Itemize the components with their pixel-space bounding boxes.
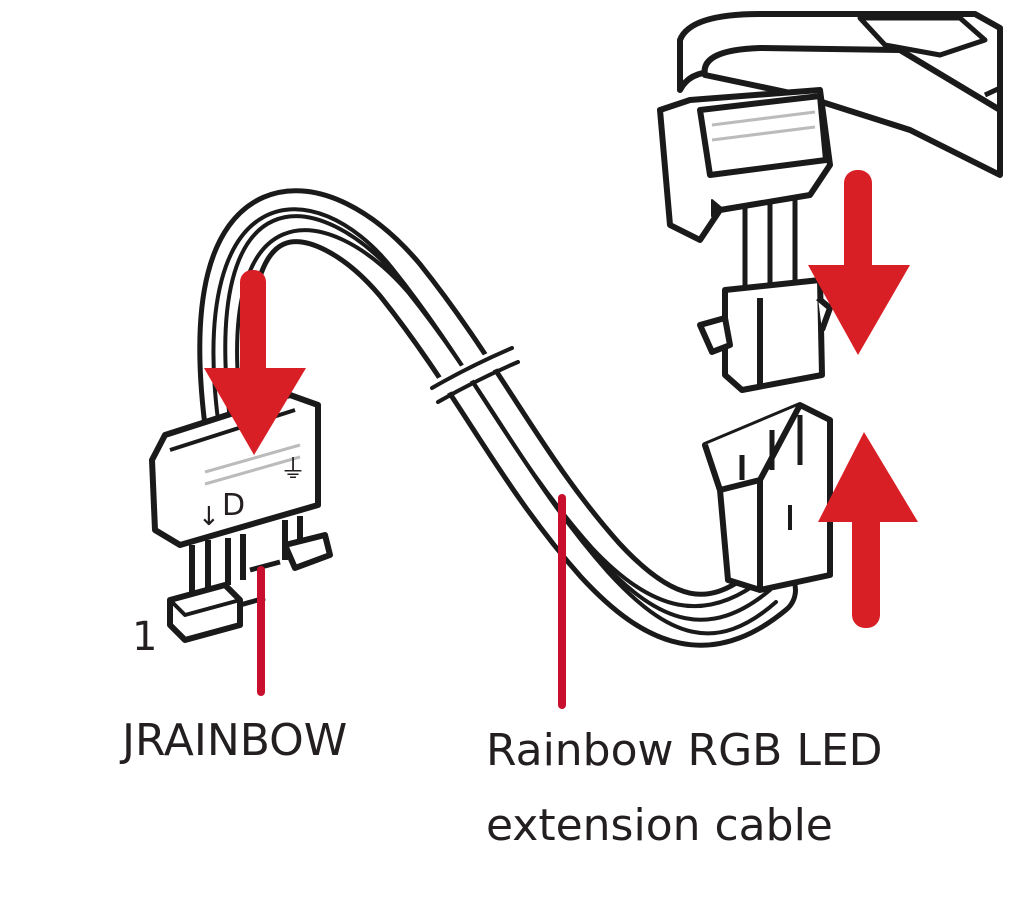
leader-lines	[257, 494, 566, 709]
jrainbow-label: JRAINBOW	[119, 715, 347, 766]
extension-cable	[197, 188, 798, 648]
cable-label-line-2: extension cable	[486, 800, 833, 851]
cable-male-plug	[702, 402, 833, 593]
pin-one-label: 1	[132, 614, 157, 660]
strip-female-plug	[697, 277, 833, 393]
jrainbow-connector	[149, 392, 321, 548]
cable-label-line-1: Rainbow RGB LED	[486, 725, 883, 776]
arrow-down-icon	[204, 270, 306, 455]
led-strip-body	[677, 11, 1003, 178]
led-strip-end-cap	[657, 87, 833, 243]
jrainbow-pin-marks: ↓ D ⏚	[198, 455, 306, 532]
jrainbow-header-pins	[167, 516, 333, 643]
pin-mark-ground: ⏚	[280, 455, 306, 485]
arrow-down-icon	[808, 170, 910, 355]
arrow-up-icon	[818, 432, 918, 628]
strip-lead-wires	[742, 195, 798, 295]
pin-mark-data: D	[222, 488, 245, 523]
pin-mark-left: ↓	[198, 502, 220, 532]
